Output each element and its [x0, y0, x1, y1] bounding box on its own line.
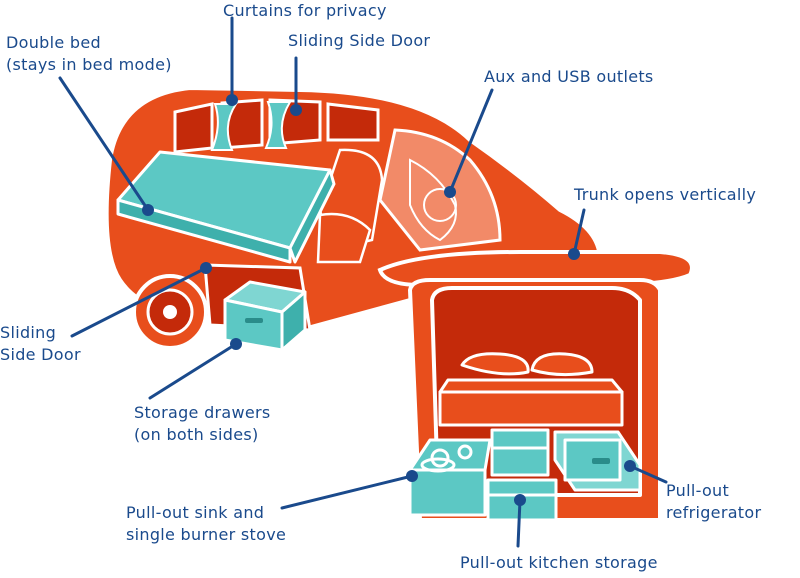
storage-drawer — [223, 280, 307, 352]
label-kitchen-storage-line1: Pull-out kitchen storage — [460, 553, 658, 572]
front-seats — [316, 148, 384, 264]
label-sink-stove: Pull-out sink and single burner stove — [126, 502, 286, 546]
label-sliding-door-top-line1: Sliding Side Door — [288, 31, 431, 50]
label-storage-drawers: Storage drawers (on both sides) — [134, 402, 271, 446]
leader-lines — [58, 16, 668, 548]
label-double-bed-line1: Double bed — [6, 33, 101, 52]
label-sink-stove-line2: single burner stove — [126, 525, 287, 544]
label-storage-drawers-line2: (on both sides) — [134, 425, 259, 444]
label-kitchen-storage: Pull-out kitchen storage — [460, 552, 658, 574]
label-aux-usb: Aux and USB outlets — [484, 66, 654, 88]
label-sliding-door-left-line2: Side Door — [0, 345, 81, 364]
leader-aux-usb — [448, 88, 494, 194]
label-refrigerator-line1: Pull-out — [666, 481, 730, 500]
label-trunk: Trunk opens vertically — [574, 184, 756, 206]
label-double-bed: Double bed (stays in bed mode) — [6, 32, 172, 76]
curtains — [210, 101, 292, 151]
cockpit — [378, 128, 502, 252]
leader-kitchen-storage — [516, 498, 522, 548]
leader-sliding-door-left — [70, 266, 208, 338]
label-storage-drawers-line1: Storage drawers — [134, 403, 271, 422]
label-sink-stove-line1: Pull-out sink and — [126, 503, 265, 522]
label-sliding-door-top: Sliding Side Door — [288, 30, 430, 52]
label-curtains-line1: Curtains for privacy — [223, 1, 387, 20]
label-sliding-door-left-line1: Sliding — [0, 323, 57, 342]
double-bed — [116, 150, 336, 264]
label-trunk-line1: Trunk opens vertically — [574, 185, 757, 204]
label-sliding-door-left: Sliding Side Door — [0, 322, 81, 366]
leader-double-bed — [58, 76, 150, 212]
leader-dots — [142, 94, 636, 506]
leader-trunk — [572, 208, 586, 256]
leader-refrigerator — [628, 464, 668, 484]
label-double-bed-line2: (stays in bed mode) — [6, 55, 172, 74]
label-refrigerator: Pull-out refrigerator — [666, 480, 761, 524]
label-refrigerator-line2: refrigerator — [666, 503, 762, 522]
label-aux-usb-line1: Aux and USB outlets — [484, 67, 654, 86]
leader-sink-stove — [280, 474, 414, 510]
leader-storage-drawers — [148, 342, 238, 400]
label-curtains: Curtains for privacy — [223, 0, 387, 22]
kitchen-storage-unit — [490, 428, 550, 477]
rear-bed — [438, 352, 624, 427]
